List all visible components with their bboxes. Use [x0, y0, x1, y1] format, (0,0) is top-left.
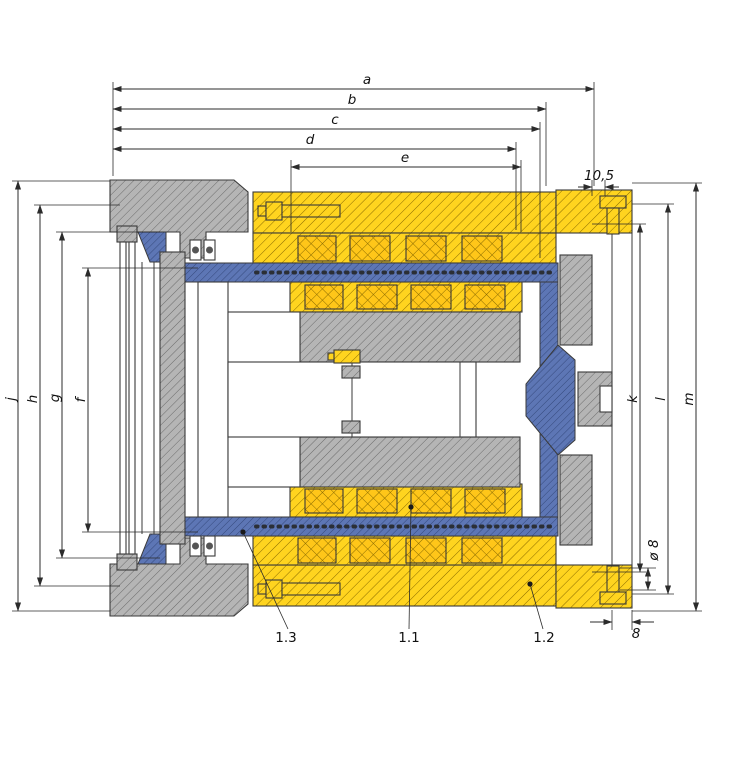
dim-hole-dia: ø 8: [620, 539, 662, 591]
dim-label-l: l: [653, 397, 669, 401]
set-screw: [333, 349, 361, 364]
screw-left-top-shaft: [281, 204, 341, 218]
screw-left-bottom-head: [265, 579, 283, 599]
dim-label-8: 8: [632, 626, 641, 642]
leader-line: [529, 583, 544, 630]
winding-box: [304, 488, 344, 514]
dim-b: b: [112, 92, 547, 186]
dim-l: l: [632, 203, 674, 595]
winding-box: [405, 537, 447, 564]
leader-dot: [527, 581, 533, 587]
winding-box: [304, 284, 344, 310]
leader-line: [242, 531, 289, 630]
winding-box: [297, 235, 337, 262]
bearing-ball: [206, 542, 213, 550]
dim-j: j: [3, 180, 110, 612]
screw-left-bottom-shaft: [281, 582, 341, 596]
membrane-plate: [119, 241, 127, 555]
dim-label-j: j: [3, 397, 19, 403]
screw-left-top-tip: [257, 205, 267, 217]
bearing-ball: [206, 246, 213, 254]
winding-box: [410, 284, 452, 310]
screw-right-bottom-shaft: [606, 565, 620, 593]
winding-box: [464, 284, 506, 310]
dim-k: k: [592, 223, 646, 573]
right-hub-notch: [599, 385, 613, 413]
dim-label-k: k: [625, 394, 641, 403]
dim-f: f: [73, 267, 198, 533]
dim-c: c: [112, 112, 541, 258]
dim-d: d: [112, 132, 517, 230]
dim-label-b: b: [348, 92, 357, 108]
dim-label-10-5: 10,5: [584, 168, 614, 184]
winding-box: [410, 488, 452, 514]
winding-box: [349, 537, 391, 564]
dim-10-5: 10,5: [578, 168, 619, 196]
dim-label-a: a: [363, 72, 371, 88]
section-view: [109, 179, 633, 617]
bearing-ball: [192, 542, 199, 550]
dim-label-c: c: [331, 112, 339, 128]
dim-label-m: m: [681, 392, 697, 405]
winding-box: [297, 537, 337, 564]
rotor-lamination-bottom: [299, 436, 521, 488]
screw-right-top-shaft: [606, 207, 620, 235]
leader-dot: [408, 504, 414, 510]
part-label-1-1: 1.1: [398, 630, 419, 646]
dim-label-g: g: [47, 393, 63, 402]
callout-1-3: 1.3: [240, 529, 297, 646]
dim-label-h: h: [25, 395, 41, 404]
leader-line: [408, 506, 412, 630]
rotor-carrier: [197, 281, 229, 518]
callout-1-1: 1.1: [398, 504, 420, 646]
set-screw-tip: [327, 352, 335, 361]
dim-g: g: [47, 231, 160, 559]
winding-box: [356, 488, 398, 514]
dim-m: m: [632, 182, 702, 612]
screw-left-bottom-tip: [257, 583, 267, 595]
winding-box: [461, 235, 503, 262]
dim-e: e: [290, 150, 522, 232]
leader-dot: [240, 529, 246, 535]
housing-bottom: [252, 564, 557, 607]
dimensions: a b c d e 10,5 j h: [3, 72, 702, 642]
shaft-key-top: [341, 365, 361, 379]
screw-left-top-head: [265, 201, 283, 221]
bearing-ball: [192, 246, 199, 254]
dim-label-e: e: [401, 150, 409, 166]
membrane-cap-bottom: [116, 553, 138, 571]
bearing-seat-top: [559, 254, 593, 346]
winding-box: [461, 537, 503, 564]
rotor-web: [525, 344, 576, 456]
dim-8: 8: [590, 610, 654, 642]
winding-box: [464, 488, 506, 514]
dim-h: h: [25, 204, 120, 587]
screw-right-top-head: [599, 195, 627, 209]
dim-label-hole-dia: ø 8: [646, 539, 662, 561]
membrane-plate: [128, 241, 136, 555]
part-label-1-2: 1.2: [533, 630, 554, 646]
left-hub: [159, 251, 186, 545]
dim-label-f: f: [73, 395, 89, 402]
screw-right-bottom-head: [599, 591, 627, 605]
winding-box: [356, 284, 398, 310]
bearing-seat-bottom: [559, 454, 593, 546]
dim-label-d: d: [306, 132, 315, 148]
membrane-cap-top: [116, 225, 138, 243]
part-label-1-3: 1.3: [275, 630, 296, 646]
shaft-key-bottom: [341, 420, 361, 434]
part-callouts: 1.3 1.1 1.2: [240, 504, 555, 646]
callout-1-2: 1.2: [527, 581, 555, 646]
winding-box: [405, 235, 447, 262]
winding-box: [349, 235, 391, 262]
